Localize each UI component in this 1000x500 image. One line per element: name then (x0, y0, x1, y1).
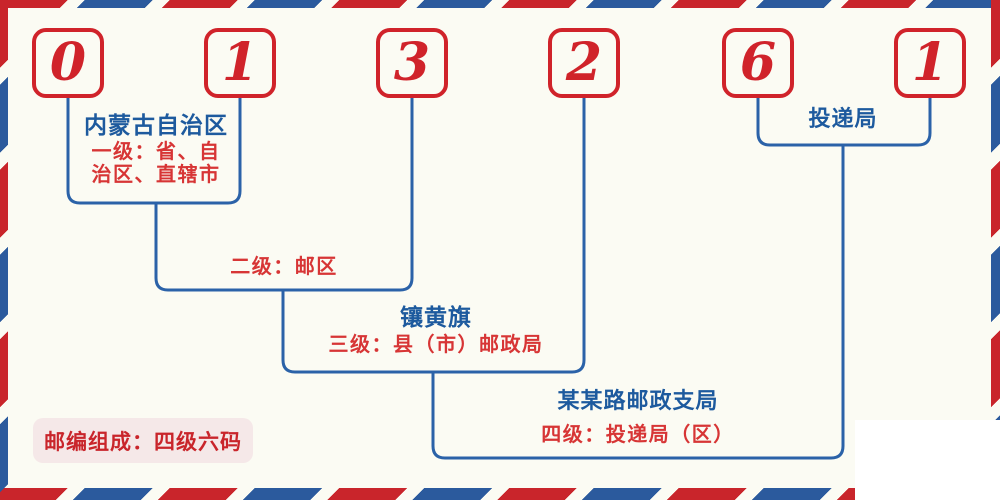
level4-label: 四级：投递局（区） (541, 424, 735, 446)
digit-box-4: 2 (548, 28, 620, 98)
delivery-bracket (756, 96, 932, 147)
digit-value: 1 (221, 32, 259, 93)
digit-value: 0 (49, 32, 87, 93)
level1-annotation: 内蒙古自治区 一级：省、自治区、直辖市 (66, 112, 246, 187)
level4-place: 某某路邮政支局 (557, 388, 719, 413)
level3-label: 三级：县（市）邮政局 (328, 334, 544, 356)
level3-annotation: 镶黄旗 三级：县（市）邮政局 (306, 304, 566, 357)
corner-cover (855, 420, 1000, 500)
digit-box-6: 1 (894, 28, 966, 98)
digit-value: 6 (739, 32, 777, 93)
level3-place: 镶黄旗 (400, 304, 472, 330)
level4-bracket (431, 143, 845, 460)
digit-box-3: 3 (376, 28, 448, 98)
level2-annotation: 二级：邮区 (166, 256, 402, 279)
digit-box-5: 6 (722, 28, 794, 98)
airmail-border-top (0, 0, 1000, 8)
composition-note: 邮编组成：四级六码 (44, 430, 242, 454)
level1-label: 一级：省、自治区、直辖市 (91, 141, 221, 186)
digit-box-2: 1 (204, 28, 276, 98)
level1-bracket (66, 96, 242, 205)
digit-value: 1 (911, 32, 949, 93)
airmail-border-bottom (0, 488, 1000, 500)
digit-value: 2 (565, 32, 603, 93)
digit-value: 3 (393, 32, 431, 93)
airmail-border-right (991, 0, 1000, 500)
digit-box-1: 0 (32, 28, 104, 98)
composition-badge: 邮编组成：四级六码 (33, 418, 253, 463)
level1-place: 内蒙古自治区 (84, 112, 228, 138)
airmail-border-left (0, 0, 8, 500)
level2-label: 二级：邮区 (230, 256, 338, 278)
delivery-bureau-annotation: 投递局 (773, 106, 913, 132)
delivery-bureau-label: 投递局 (808, 106, 878, 131)
level4-annotation: 某某路邮政支局 四级：投递局（区） (508, 388, 768, 447)
